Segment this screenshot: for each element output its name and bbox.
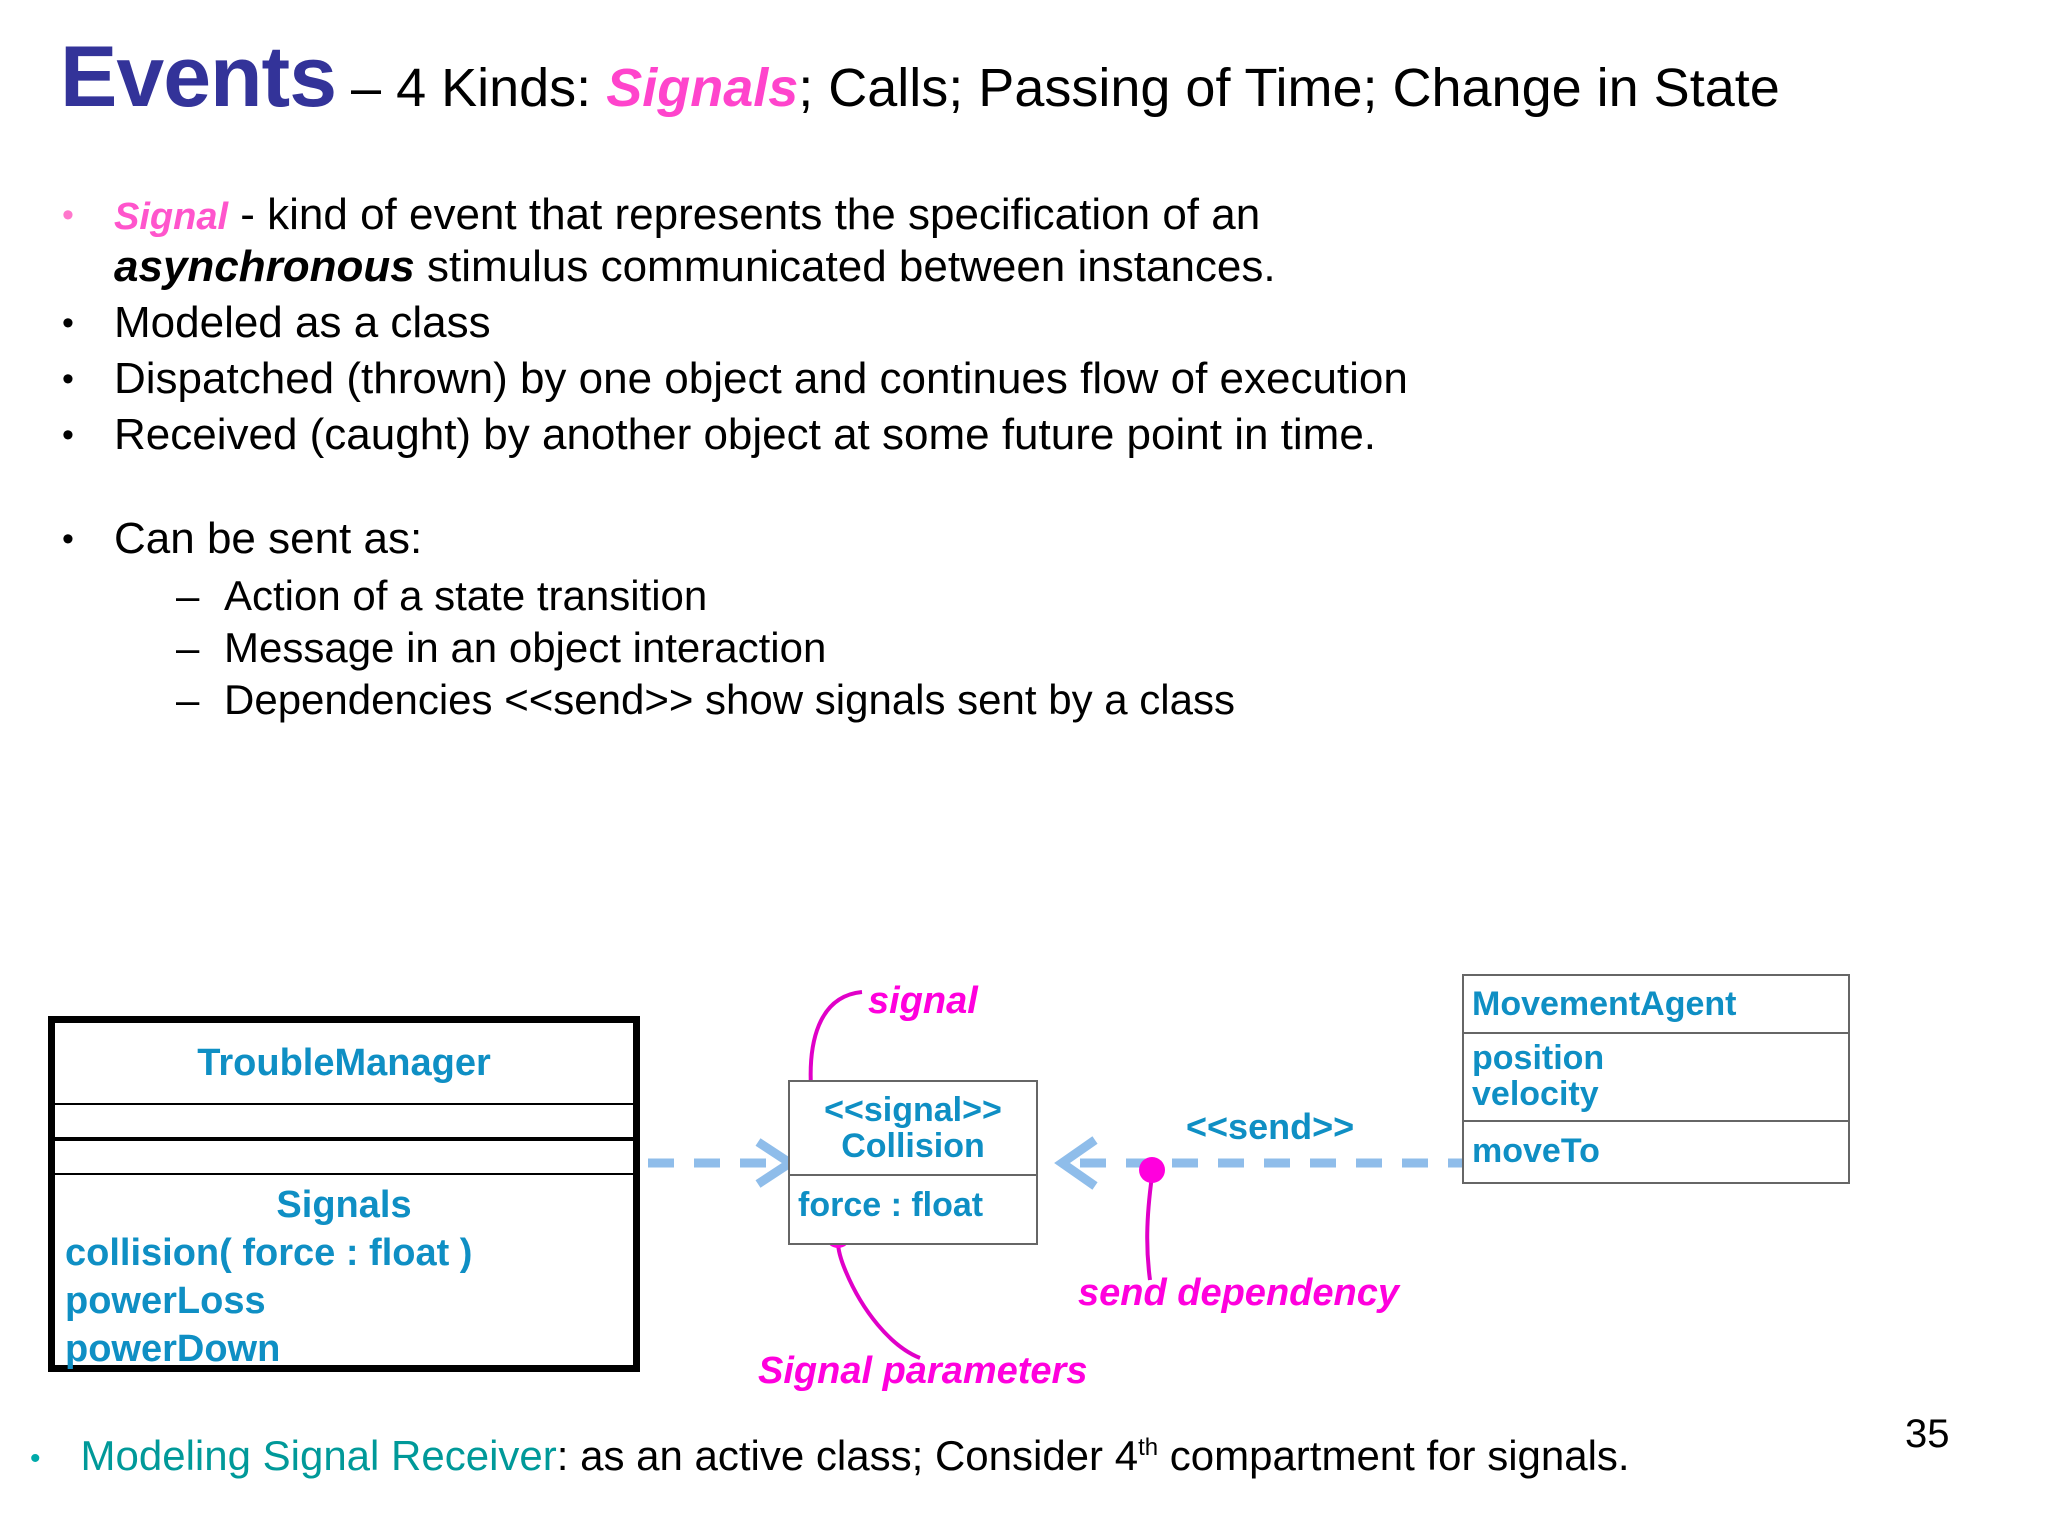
- class-attributes-compartment: [55, 1105, 633, 1141]
- bullet-text: Modeled as a class: [114, 298, 491, 347]
- page-number: 35: [1905, 1412, 1950, 1456]
- sub-bullet-message-in-object-interaction: –Message in an object interaction: [52, 622, 1552, 674]
- class-operations-compartment: [55, 1141, 633, 1175]
- uml-class-diagram: TroubleManager Signals collision( force …: [0, 974, 2048, 1410]
- operation-moveto: moveTo: [1472, 1132, 1600, 1170]
- dependency-arrow-troublemanager-to-collision: [648, 1138, 799, 1188]
- bullet-item-modeled-as-class: • Modeled as a class: [52, 298, 1552, 348]
- class-box-collision-signal[interactable]: <<signal>> Collision force : float: [788, 1080, 1038, 1245]
- dash-marker-icon: –: [176, 624, 200, 671]
- signals-compartment-title: Signals: [276, 1184, 412, 1226]
- footer-superscript: th: [1138, 1434, 1159, 1461]
- body-bullet-list: • Signal - kind of event that represents …: [52, 190, 1552, 726]
- sub-bullet-text: Dependencies <<send>> show signals sent …: [224, 676, 1235, 723]
- class-attributes-compartment: position velocity: [1464, 1034, 1848, 1122]
- class-box-troublemanager[interactable]: TroubleManager Signals collision( force …: [48, 1016, 640, 1372]
- bullet-text-part1: - kind of event that represents the spec…: [228, 190, 1261, 239]
- footer-bullet-modeling-signal-receiver: • Modeling Signal Receiver: as an active …: [30, 1432, 2020, 1480]
- footer-highlight: Modeling Signal Receiver: [80, 1432, 557, 1479]
- signal-class-name: Collision: [841, 1127, 985, 1165]
- bullet-text-part2: stimulus communicated between instances.: [414, 242, 1276, 291]
- title-main-word: Events: [60, 29, 337, 125]
- inline-emph-asynchronous: asynchronous: [114, 242, 415, 291]
- bullet-item-received: • Received (caught) by another object at …: [52, 410, 1552, 460]
- sub-bullet-dependencies-send: –Dependencies <<send>> show signals sent…: [52, 674, 1552, 726]
- footer-text-part1: : as an active class; Consider 4: [556, 1432, 1139, 1479]
- signal-entry-collision: collision( force : float ): [65, 1232, 473, 1274]
- slide-title: Events – 4 Kinds: Signals; Calls; Passin…: [60, 28, 2020, 127]
- stereotype-signal-label: <<signal>>: [824, 1091, 1002, 1129]
- attribute-velocity: velocity: [1472, 1075, 1599, 1113]
- title-separator: – 4 Kinds:: [336, 58, 607, 118]
- bullet-item-can-be-sent-as: • Can be sent as:: [52, 514, 1552, 564]
- bullet-marker-icon: •: [62, 304, 74, 342]
- stereotype-send-label: <<send>>: [1186, 1106, 1355, 1147]
- sub-bullet-text: Action of a state transition: [224, 572, 708, 619]
- annotation-signal-parameters: Signal parameters: [758, 1350, 1088, 1392]
- signal-attributes-compartment: force : float: [790, 1176, 1036, 1225]
- dash-marker-icon: –: [176, 676, 200, 723]
- class-operations-compartment: moveTo: [1464, 1122, 1848, 1171]
- bullet-marker-icon: •: [62, 196, 74, 234]
- bullet-marker-icon: •: [62, 360, 74, 398]
- bullet-marker-icon: •: [62, 416, 74, 454]
- bullet-marker-icon: •: [30, 1441, 41, 1475]
- class-box-movementagent[interactable]: MovementAgent position velocity moveTo: [1462, 974, 1850, 1184]
- signal-name-compartment: <<signal>> Collision: [790, 1082, 1036, 1176]
- sub-bullet-action-of-state-transition: –Action of a state transition: [52, 570, 1552, 622]
- leader-line-send-dependency: [1139, 1157, 1165, 1281]
- attribute-position: position: [1472, 1039, 1605, 1077]
- class-signals-compartment: Signals collision( force : float ) power…: [55, 1175, 633, 1373]
- signal-entry-powerdown: powerDown: [65, 1328, 281, 1370]
- list-spacer: [52, 466, 1552, 514]
- title-rest: ; Calls; Passing of Time; Change in Stat…: [798, 58, 1780, 118]
- bullet-text: Can be sent as:: [114, 514, 423, 563]
- signal-entry-powerloss: powerLoss: [65, 1280, 266, 1322]
- bullet-item-dispatched: • Dispatched (thrown) by one object and c…: [52, 354, 1552, 404]
- signal-attribute-force: force : float: [798, 1186, 984, 1224]
- title-highlight-signals: Signals: [606, 58, 799, 118]
- annotation-signal: signal: [868, 980, 978, 1022]
- footer-text-part2: compartment for signals.: [1158, 1432, 1630, 1479]
- bullet-marker-icon: •: [62, 520, 74, 558]
- inline-emph-signal: Signal: [114, 196, 229, 238]
- bullet-text: Received (caught) by another object at s…: [114, 410, 1377, 459]
- class-name-compartment: TroubleManager: [55, 1023, 633, 1105]
- sub-bullet-text: Message in an object interaction: [224, 624, 827, 671]
- class-name-compartment: MovementAgent: [1464, 976, 1848, 1034]
- bullet-text: Dispatched (thrown) by one object and co…: [114, 354, 1408, 403]
- bullet-item-signal-definition: • Signal - kind of event that represents …: [52, 190, 1552, 292]
- dash-marker-icon: –: [176, 572, 200, 619]
- annotation-send-dependency: send dependency: [1078, 1272, 1399, 1314]
